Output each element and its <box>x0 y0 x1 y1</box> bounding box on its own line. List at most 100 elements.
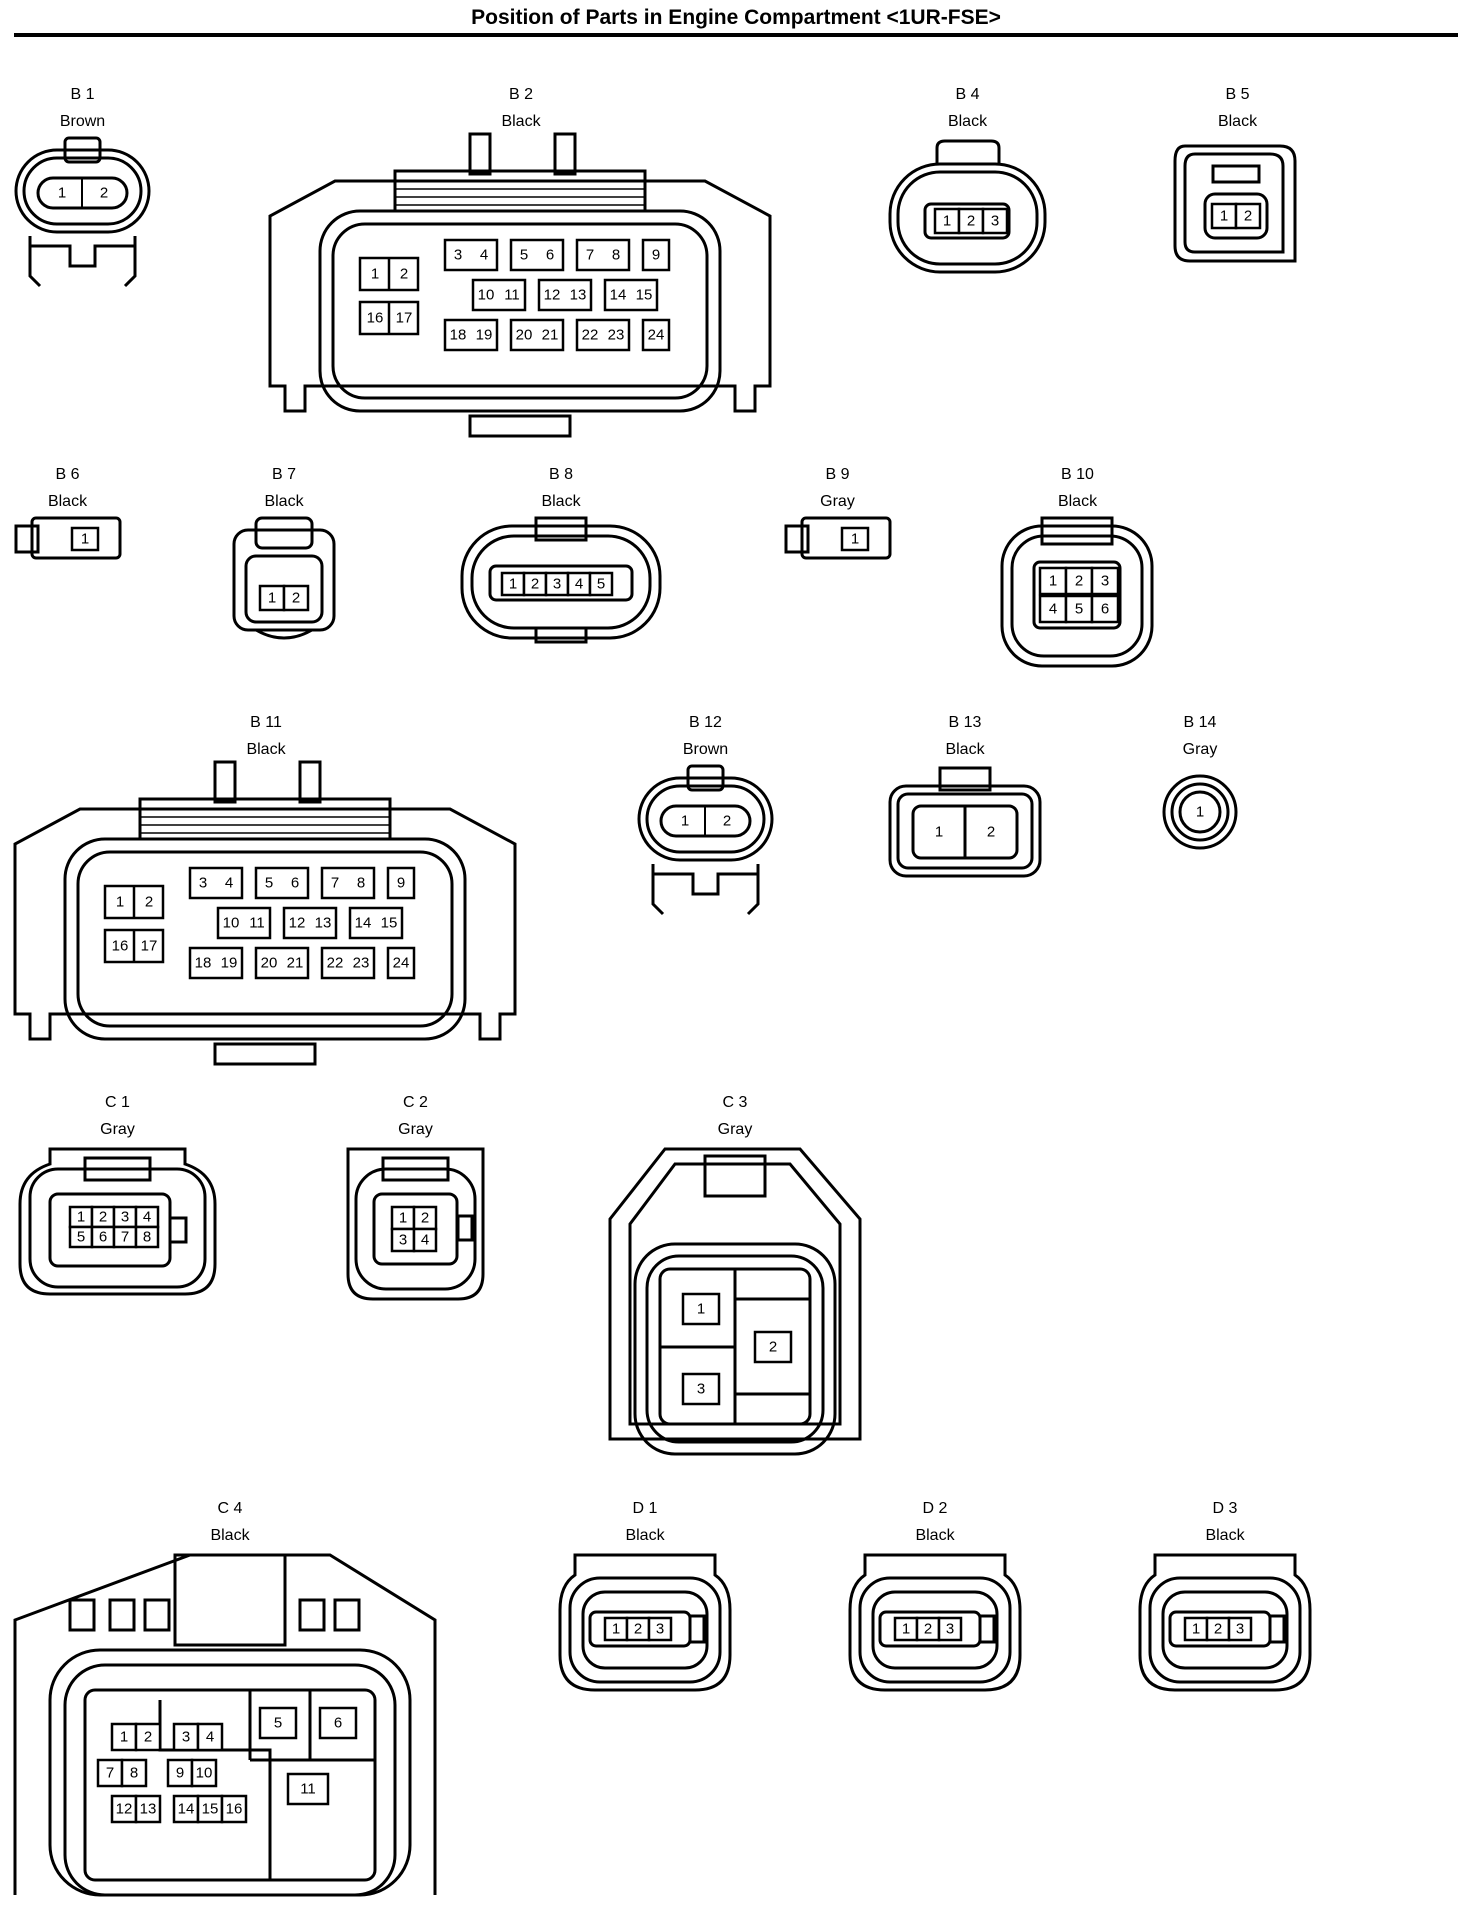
connector-drawing: 1 2 3 <box>848 1553 1022 1692</box>
pin-label: 2 <box>421 1210 429 1227</box>
connector-drawing: 1 2 3 <box>1138 1553 1312 1692</box>
connector-b7: B 7 Black 1 2 <box>228 466 340 651</box>
pin-label: 1 <box>120 1729 128 1746</box>
connector-color: Gray <box>820 493 855 510</box>
connector-b2: B 2 Black 1 2 3 4 5 6 7 8 9 <box>265 86 777 438</box>
pin-label: 1 <box>612 1621 620 1638</box>
connector-color: Black <box>501 113 541 130</box>
connector-b11: B 11 Black 1 2 3 4 5 6 7 8 9 <box>10 714 522 1066</box>
pin-label: 2 <box>924 1621 932 1638</box>
pin-label: 20 <box>516 327 533 344</box>
pin-label: 5 <box>597 576 605 593</box>
pin-label: 21 <box>287 955 304 972</box>
pin-label: 12 <box>116 1801 133 1818</box>
pin-label: 2 <box>100 185 108 202</box>
pin-label: 2 <box>723 813 731 830</box>
connector-color: Black <box>541 493 581 510</box>
pin-label: 12 <box>289 915 306 932</box>
pin-label: 9 <box>397 875 405 892</box>
connector-id: B 4 <box>955 86 980 103</box>
connector-color: Black <box>915 1527 955 1544</box>
pin-label: 9 <box>176 1765 184 1782</box>
pin-label: 1 <box>116 894 124 911</box>
connector-color: Gray <box>398 1121 433 1138</box>
pin-label: 1 <box>697 1301 705 1318</box>
pin-label: 2 <box>99 1209 107 1226</box>
pin-label: 11 <box>504 287 520 304</box>
pin-label: 10 <box>223 915 240 932</box>
connector-c4: C 4 Black 1 2 3 4 5 6 7 8 9 <box>10 1500 450 1897</box>
pin-label: 1 <box>1049 573 1057 590</box>
connector-id: B 5 <box>1225 86 1250 103</box>
connector-id: B 7 <box>271 466 296 483</box>
pin-label: 5 <box>77 1229 85 1246</box>
pin-label: 4 <box>206 1729 214 1746</box>
pin-label: 2 <box>531 576 539 593</box>
pin-label: 15 <box>636 287 653 304</box>
pin-label: 1 <box>268 590 276 607</box>
pin-label: 23 <box>353 955 370 972</box>
connector-d2: D 2 Black 1 2 3 <box>845 1500 1025 1700</box>
pin-label: 1 <box>851 531 859 548</box>
pin-label: 3 <box>399 1232 407 1249</box>
connector-id: B 10 <box>1061 466 1094 483</box>
pin-label: 2 <box>967 213 975 230</box>
connector-b8: B 8 Black 1 2 3 4 5 <box>450 466 672 656</box>
connector-color: Black <box>947 113 988 130</box>
connector-color: Black <box>264 493 304 510</box>
pin-label: 2 <box>292 590 300 607</box>
connector-color: Brown <box>59 113 106 130</box>
pin-label: 13 <box>140 1801 157 1818</box>
pin-label: 1 <box>81 531 89 548</box>
connector-id: B 13 <box>948 714 982 731</box>
connector-drawing: 1 2 3 4 5 6 <box>1000 516 1154 668</box>
connector-color: Black <box>1217 113 1258 130</box>
pin-label: 3 <box>454 247 462 264</box>
connector-c2: C 2 Gray 1 2 3 4 <box>338 1094 493 1314</box>
pin-label: 14 <box>610 287 627 304</box>
pin-label: 2 <box>145 894 153 911</box>
pin-label: 8 <box>612 247 620 264</box>
connector-drawing: 1 2 3 4 5 <box>460 516 662 644</box>
pin-label: 18 <box>195 955 212 972</box>
pin-label: 11 <box>249 915 265 932</box>
connector-drawing: 1 <box>14 516 122 560</box>
connector-id: B 11 <box>250 714 282 731</box>
pin-label: 1 <box>58 185 66 202</box>
connector-drawing: 1 2 <box>888 766 1042 878</box>
pin-label: 17 <box>141 938 158 955</box>
pin-label: 3 <box>656 1621 664 1638</box>
pin-label: 8 <box>143 1229 151 1246</box>
pin-label: 2 <box>144 1729 152 1746</box>
pin-label: 2 <box>769 1339 777 1356</box>
pin-label: 20 <box>261 955 278 972</box>
pin-label: 9 <box>652 247 660 264</box>
connector-id: B 2 <box>508 86 533 103</box>
pin-label: 4 <box>421 1232 429 1249</box>
pin-label: 12 <box>544 287 561 304</box>
connector-b14: B 14 Gray 1 <box>1160 714 1240 854</box>
pin-label: 24 <box>648 327 665 344</box>
title-rule <box>14 33 1458 37</box>
connector-drawing: 1 2 3 <box>558 1553 732 1692</box>
pin-label: 2 <box>1244 208 1252 225</box>
pin-label: 2 <box>634 1621 642 1638</box>
pin-label: 13 <box>570 287 587 304</box>
connector-drawing: 1 2 3 4 5 6 7 8 9 10 11 12 13 14 15 16 1… <box>13 760 517 1066</box>
pin-label: 5 <box>1075 601 1083 618</box>
pin-label: 3 <box>697 1381 705 1398</box>
pin-label: 10 <box>196 1765 213 1782</box>
pin-label: 2 <box>1075 573 1083 590</box>
pin-label: 1 <box>902 1621 910 1638</box>
connector-id: B 6 <box>55 466 80 483</box>
pin-label: 16 <box>112 938 129 955</box>
connector-b1: B 1 Brown 1 2 <box>10 86 155 296</box>
pin-label: 5 <box>265 875 273 892</box>
pin-label: 8 <box>130 1765 138 1782</box>
pin-label: 6 <box>334 1715 342 1732</box>
connector-color: Gray <box>1182 741 1218 758</box>
connector-id: C 1 <box>105 1094 130 1111</box>
connector-b4: B 4 Black 1 2 3 <box>885 86 1050 286</box>
pin-label: 19 <box>221 955 238 972</box>
pin-label: 11 <box>300 1781 316 1798</box>
